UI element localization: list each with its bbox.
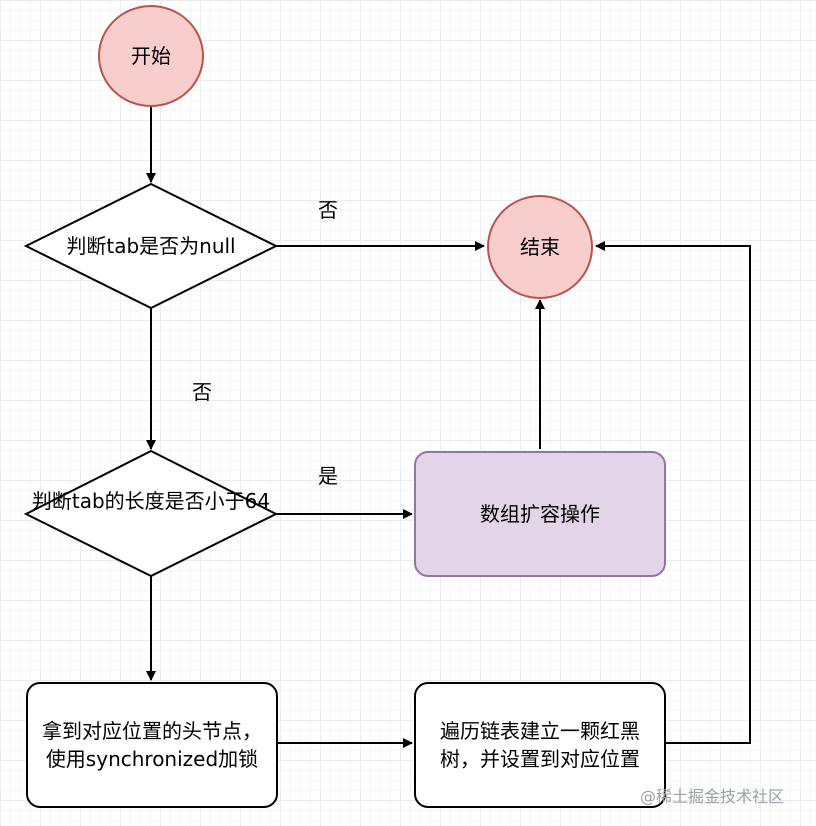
build-tree-node-label: 遍历链表建立一颗红黑树，并设置到对应位置 [440, 719, 640, 771]
edge-label-null-no: 否 [318, 198, 338, 222]
end-node[interactable]: 结束 [487, 195, 593, 299]
edge-label-length-yes: 是 [318, 464, 338, 488]
end-node-label: 结束 [520, 235, 560, 259]
lock-head-node-label: 拿到对应位置的头节点，使用synchronized加锁 [42, 719, 262, 771]
resize-node[interactable]: 数组扩容操作 [414, 451, 666, 577]
decision-null-label: 判断tab是否为null [66, 234, 236, 258]
start-node-label: 开始 [131, 44, 171, 68]
edge-label-length-no: 否 [192, 380, 212, 404]
start-node[interactable]: 开始 [98, 5, 204, 107]
decision-length-label: 判断tab的长度是否小于64 [31, 489, 271, 513]
edge-tree-to-end [595, 241, 751, 744]
lock-head-node[interactable]: 拿到对应位置的头节点，使用synchronized加锁 [26, 682, 278, 808]
watermark: @稀土掘金技术社区 [640, 787, 785, 806]
build-tree-node[interactable]: 遍历链表建立一颗红黑树，并设置到对应位置 [414, 682, 666, 808]
resize-node-label: 数组扩容操作 [480, 502, 600, 526]
